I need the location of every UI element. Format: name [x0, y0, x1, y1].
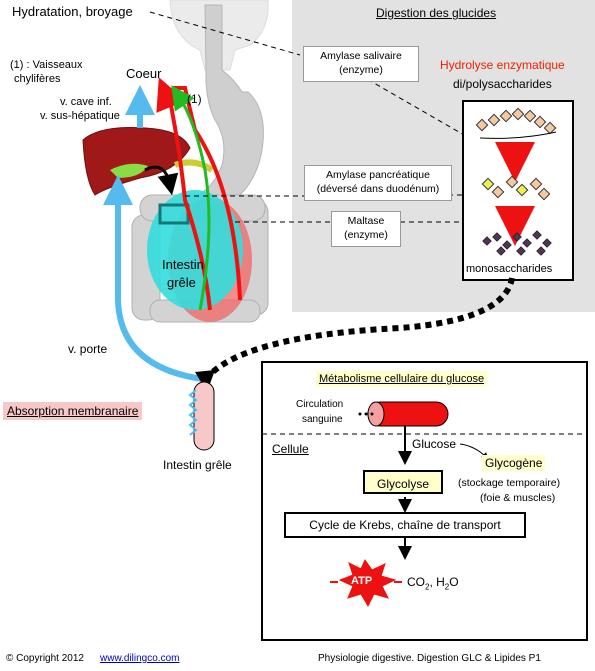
h2o-subscript: 2 — [444, 582, 450, 592]
lymph-vessel — [171, 85, 211, 311]
storage-label-line1: (stockage temporaire) — [458, 477, 561, 489]
footer-caption: Physiologie digestive. Digestion GLC & L… — [318, 653, 541, 664]
disaccharide-diamonds — [481, 175, 551, 201]
vessels-note-line1: (1) : Vaisseaux — [10, 59, 83, 71]
metabolism-title: Métabolisme cellulaire du glucose — [316, 371, 488, 387]
liver-shape — [82, 127, 191, 196]
absorption-label: Absorption membranaire — [3, 402, 143, 420]
portal-vein — [103, 175, 211, 383]
maltase-box: Maltase (enzyme) — [331, 211, 401, 247]
transfer-arrow — [202, 277, 515, 382]
maltase-label: Maltase — [347, 215, 385, 227]
monosaccharide-diamonds — [482, 230, 552, 256]
hepatic-vein-label: v. sus-hépatique — [40, 110, 120, 122]
hydrolysis-subtitle: di/polysaccharides — [453, 77, 552, 91]
small-intestine-shape — [147, 190, 243, 310]
salivary-amylase-label: Amylase salivaire — [320, 50, 402, 62]
bile-arrow — [144, 165, 179, 196]
heart-label: Coeur — [126, 66, 162, 81]
h2o-suffix: O — [449, 575, 459, 589]
intestine-label-line2: grêle — [167, 275, 196, 290]
site-link[interactable]: www.dilingco.com — [100, 653, 180, 664]
artery-arrow — [156, 77, 186, 113]
digestion-title: Digestion des glucides — [376, 6, 497, 20]
hydrolysis-title: Hydrolyse enzymatique — [440, 58, 565, 72]
copyright-text: © Copyright 2012 — [6, 653, 84, 664]
co2-subscript: 2 — [425, 582, 430, 592]
pancreatic-amylase-sub: (déversé dans duodénum) — [316, 183, 440, 195]
polysaccharide-chain — [475, 107, 557, 135]
atp-label: ATP — [351, 575, 373, 587]
krebs-box: Cycle de Krebs, chaîne de transport — [284, 512, 526, 538]
salivary-amylase-box: Amylase salivaire (enzyme) — [303, 46, 419, 82]
circulation-label-line2: sanguine — [302, 414, 343, 425]
lymph-marker-label: (1) — [187, 92, 202, 106]
h2o-prefix: , H — [429, 575, 445, 589]
salivary-amylase-sub: (enzyme) — [339, 64, 383, 76]
glycolysis-box: Glycolyse — [363, 470, 443, 494]
glucose-label: Glucose — [412, 437, 457, 451]
hydration-label: Hydratation, broyage — [12, 4, 133, 19]
intestine-label-line1: Intestin — [162, 257, 204, 272]
circulation-label-line1: Circulation — [296, 399, 344, 410]
vessels-note-line2: chylifères — [14, 73, 61, 85]
monosaccharides-label: monosaccharides — [466, 263, 553, 275]
intestine-villus — [193, 381, 215, 451]
gallbladder-shape — [110, 163, 148, 178]
pancreatic-amylase-box: Amylase pancréatique (déversé dans duodé… — [304, 165, 452, 201]
portal-vein-label: v. porte — [68, 342, 108, 356]
co2-text: CO — [407, 575, 425, 589]
storage-label-line2: (foie & muscles) — [480, 492, 556, 504]
pancreas-shape — [174, 159, 214, 173]
cell-label: Cellule — [272, 442, 309, 456]
atp-star-icon — [330, 558, 402, 608]
pancreatic-amylase-label: Amylase pancréatique — [326, 169, 430, 181]
glycogen-label: Glycogène — [482, 455, 546, 471]
villus-label: Intestin grêle — [163, 458, 232, 472]
vena-cava-label: v. cave inf. — [60, 96, 112, 108]
maltase-sub: (enzyme) — [344, 229, 388, 241]
products-label: CO2, H2O — [407, 575, 459, 594]
